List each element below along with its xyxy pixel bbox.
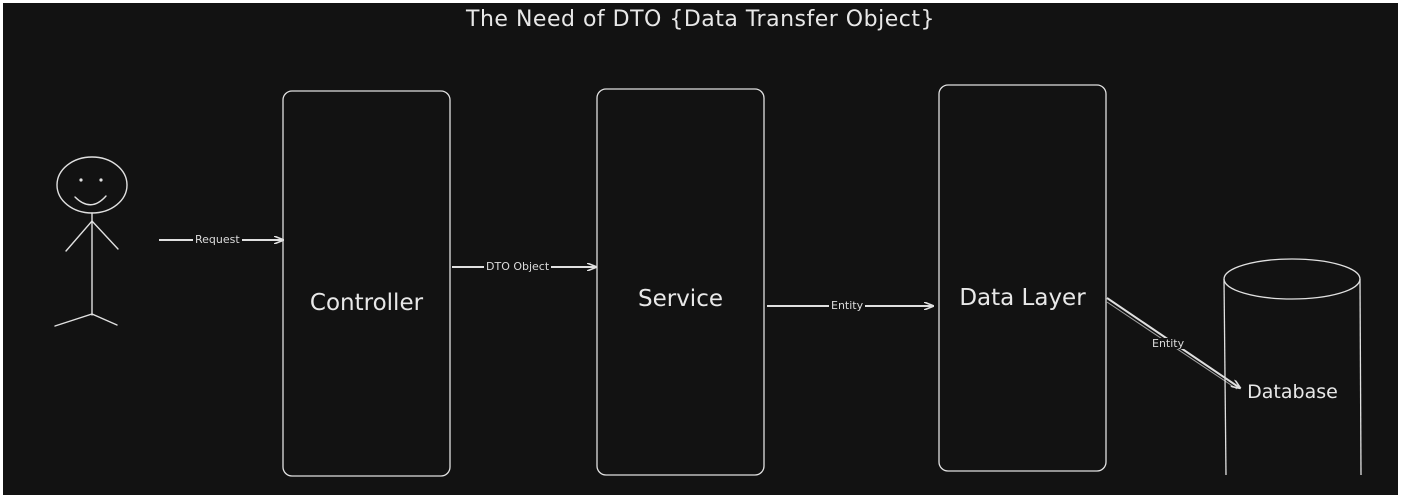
service-label: Service (637, 286, 723, 312)
request-label: Request (193, 233, 242, 246)
database-label: Database (1247, 381, 1338, 403)
entity-label-service-to-data: Entity (829, 299, 866, 312)
user-arms (65, 219, 119, 252)
diagram-canvas: The Need of DTO {Data Transfer Object} C… (3, 3, 1398, 495)
entity-label-data-to-db: Entity (1150, 337, 1187, 350)
diagram-shapes (54, 84, 1362, 477)
user-stick-figure (54, 156, 128, 327)
database-cylinder (1223, 258, 1362, 476)
diagram-title: The Need of DTO {Data Transfer Object} (466, 7, 935, 32)
controller-label: Controller (309, 290, 424, 316)
user-legs (54, 313, 118, 327)
data-layer-box (938, 84, 1107, 472)
data-layer-label: Data Layer (959, 285, 1086, 311)
controller-box (282, 90, 451, 477)
service-box (596, 88, 765, 476)
dto-object-label: DTO Object (484, 260, 552, 273)
